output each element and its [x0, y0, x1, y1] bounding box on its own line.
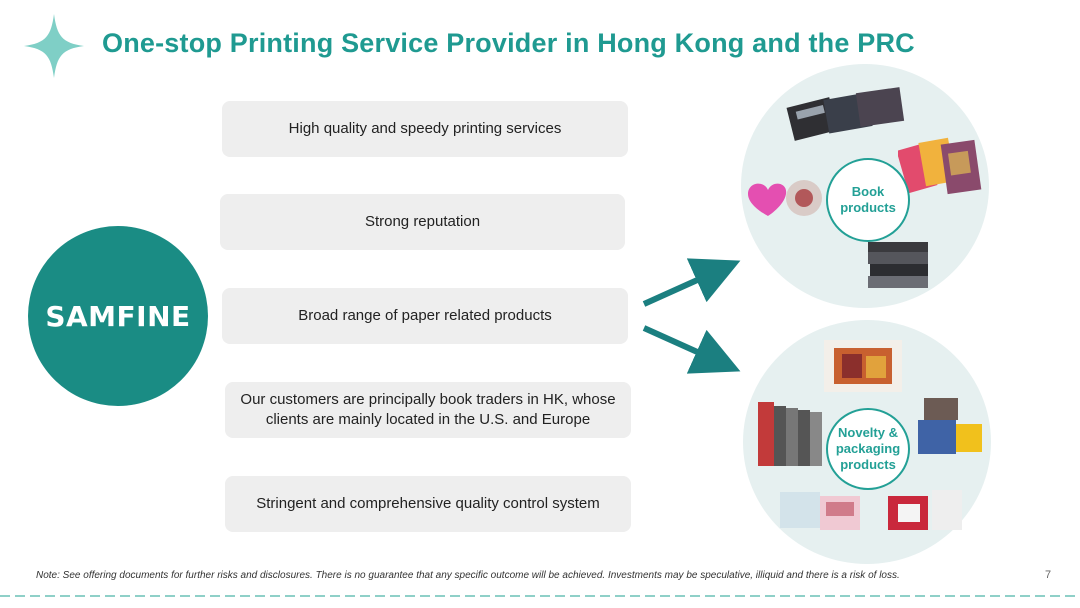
point-quality-control: Stringent and comprehensive quality cont… [225, 476, 631, 532]
puzzle-image [824, 340, 902, 392]
point-reputation: Strong reputation [220, 194, 625, 250]
company-logo: SAMFINE [28, 226, 208, 406]
popup-card-image [888, 490, 962, 530]
page-title: One-stop Printing Service Provider in Ho… [102, 28, 915, 58]
footer-dashed-line [0, 595, 1080, 597]
point-customers: Our customers are principally book trade… [225, 382, 631, 438]
sparkle-star-icon [24, 14, 84, 78]
slipcase-box-image [758, 402, 822, 466]
disclaimer-note: Note: See offering documents for further… [36, 570, 900, 581]
gift-tins-image [918, 398, 982, 454]
book-stack-image [868, 242, 928, 288]
branch-arrows-icon [642, 258, 741, 374]
book-covers-image [786, 87, 905, 141]
book-products-label: Book products [826, 158, 910, 242]
page-number: 7 [1045, 569, 1052, 581]
logo-wordmark: SAMFINE [45, 299, 191, 333]
gift-boxes-image [780, 492, 860, 530]
point-quality-speed: High quality and speedy printing service… [222, 101, 628, 157]
point-product-range: Broad range of paper related products [222, 288, 628, 344]
shaped-boards-image [748, 180, 822, 216]
novelty-packaging-label: Novelty & packaging products [826, 408, 910, 490]
magazines-image [898, 137, 982, 195]
